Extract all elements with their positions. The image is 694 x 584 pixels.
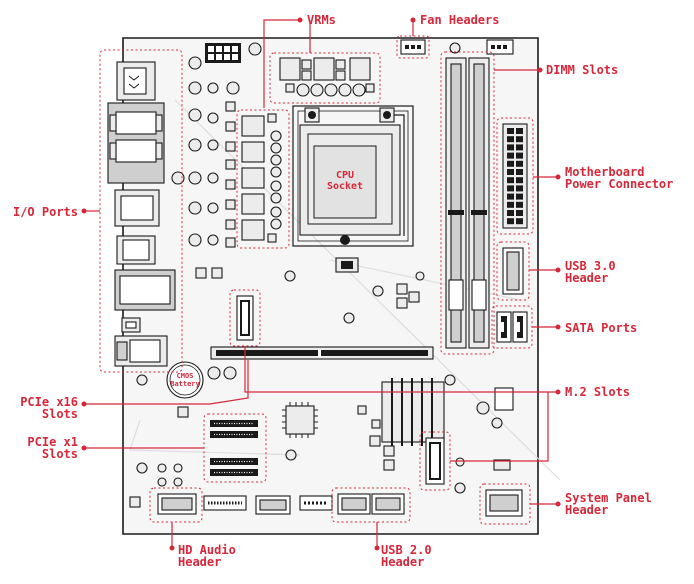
power-pin [516,128,523,134]
label-pcie-x1-line2: Slots [0,448,78,460]
system-panel-header [486,490,522,516]
label-pcie-x16-line2: Slots [0,408,78,420]
power-pin [507,194,514,200]
label-power-connector-line2: Power Connector [565,178,673,190]
label-cmos-line1: CMOS [165,373,205,380]
usb30-header [503,248,523,294]
cpu-power-connector [205,43,241,63]
power-pin [516,136,523,142]
power-pin [516,153,523,159]
power-pin [507,218,514,224]
label-cmos-line2: Battery [165,381,205,388]
label-sata-ports: SATA Ports [565,322,637,334]
label-usb20-line2: Header [381,556,424,568]
label-system-panel-line2: Header [565,504,608,516]
hd-audio-header [158,494,196,514]
vrm-top-row [280,58,374,96]
label-hd-audio-line2: Header [178,556,221,568]
power-pin [516,218,523,224]
label-usb30-line2: Header [565,272,608,284]
motherboard-power-connector [503,124,527,228]
power-pin [507,202,514,208]
power-pin [507,210,514,216]
power-pin [516,144,523,150]
power-pin [516,202,523,208]
power-pin [507,161,514,167]
power-pin [516,177,523,183]
power-pin [507,177,514,183]
label-io-ports: I/O Ports [0,206,78,218]
fan-header-1 [401,40,425,54]
m2-slot-upper [237,296,253,340]
label-fan-headers: Fan Headers [420,14,499,26]
label-dimm-slots: DIMM Slots [546,64,618,76]
pcie-x16-slot [211,347,433,359]
label-m2-slots: M.2 Slots [565,386,630,398]
power-pin [507,169,514,175]
power-pin [516,185,523,191]
label-cpu-line1: CPU [314,170,376,181]
power-pin [507,185,514,191]
power-pin [516,161,523,167]
label-cpu-line2: Socket [314,181,376,192]
power-pin [507,136,514,142]
power-pin [507,144,514,150]
power-pin [507,153,514,159]
power-pin [516,169,523,175]
power-pin [507,128,514,134]
power-pin [516,194,523,200]
chipset-heatsink [382,375,455,446]
label-vrms: VRMs [307,14,336,26]
m2-slot-lower [426,438,444,484]
power-pin [516,210,523,216]
